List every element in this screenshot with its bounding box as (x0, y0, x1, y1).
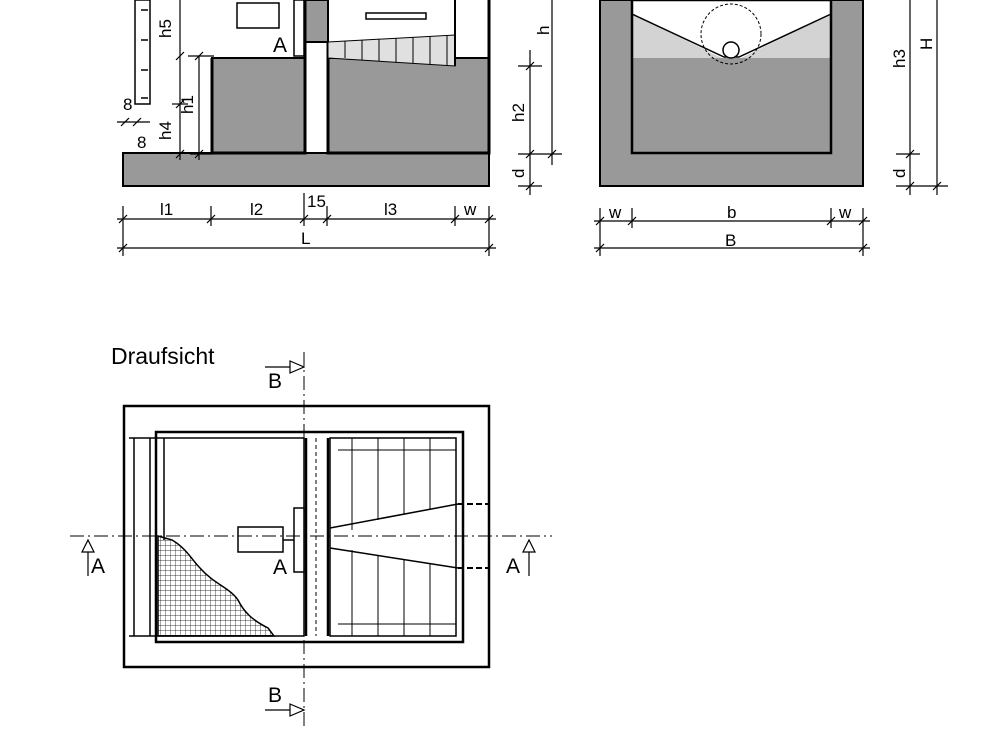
dim-H: H (917, 38, 936, 50)
dim-h4: h4 (156, 121, 175, 140)
tank-right-outline (326, 0, 491, 155)
cut-a-left-label: A (91, 555, 105, 578)
dim-h5: h5 (156, 19, 175, 38)
plan-grid-hatch (157, 535, 276, 637)
dim-d-long: d (509, 169, 528, 178)
vertical-dims-right (518, 0, 562, 195)
dim-d-cross: d (890, 169, 909, 178)
cross-section: w b w B h3 H d (594, 0, 948, 256)
plan-pump (237, 526, 284, 553)
cut-a-right-label: A (506, 555, 520, 578)
wall-stub (304, 0, 329, 43)
longitudinal-section: A h5 h1 h4 8 8 (117, 0, 562, 256)
plan-slope-lines (338, 438, 456, 636)
ladder (134, 0, 151, 105)
dim-b: b (727, 203, 736, 222)
dim-8-bottom: 8 (137, 133, 146, 152)
overflow-slot (365, 12, 427, 20)
valve-unit (293, 0, 305, 57)
dim-h2: h2 (509, 103, 528, 122)
plan-title: Draufsicht (111, 343, 215, 369)
cut-b-top-label: B (268, 370, 282, 393)
vertical-dims-left (117, 0, 214, 160)
dim-B: B (725, 231, 736, 250)
dim-h: h (534, 26, 553, 35)
plan-ladder (129, 437, 165, 637)
pipe-circle (722, 41, 740, 59)
dim-l2: l2 (250, 200, 263, 219)
dim-15: 15 (307, 192, 326, 211)
horizontal-dims (117, 193, 496, 256)
dim-L: L (301, 229, 310, 248)
dim-l1: l1 (160, 200, 173, 219)
cross-inner-outline (630, 0, 833, 155)
plan-valve (293, 507, 305, 573)
pump-unit (236, 2, 280, 29)
cut-b-bottom-label: B (268, 684, 282, 707)
plan-outlet (458, 503, 489, 569)
dim-w-cross-right: w (838, 203, 852, 222)
dim-l3: l3 (384, 200, 397, 219)
dim-h3: h3 (890, 49, 909, 68)
dim-h1: h1 (178, 95, 197, 114)
slope-ticks (344, 35, 448, 65)
dim-w-cross-left: w (608, 203, 622, 222)
dim-8-top: 8 (123, 95, 132, 114)
cross-horizontal-dims (594, 208, 870, 256)
plan-right-chamber (329, 437, 457, 637)
cross-lower-fill (632, 58, 831, 153)
dim-w-long: w (463, 200, 477, 219)
plan-channel (329, 503, 459, 569)
cross-vertical-dims (896, 0, 948, 195)
tank-left-outline (210, 0, 307, 155)
cut-arrows (81, 360, 536, 717)
elevation-a-label: A (273, 34, 287, 57)
plan-view: Draufsicht (70, 343, 552, 730)
pipe-dashed-circle (700, 3, 762, 65)
cut-a-center-label: A (273, 556, 287, 579)
cross-v-fill (632, 14, 831, 58)
